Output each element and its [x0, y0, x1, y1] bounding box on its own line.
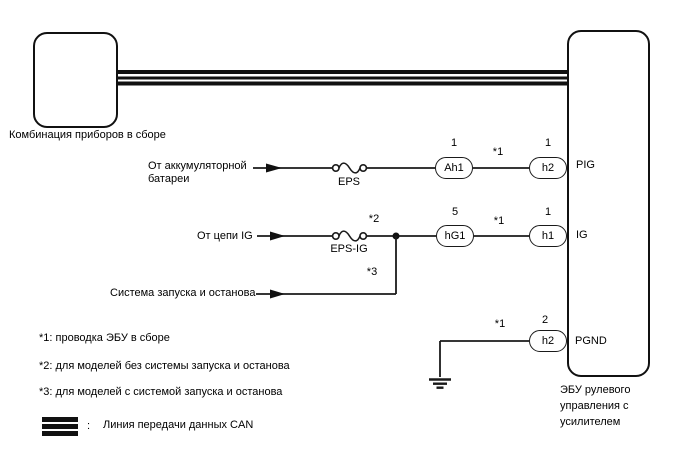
arrow-right-icon [266, 163, 282, 173]
battery-wire [253, 162, 529, 174]
ecu-box [567, 30, 650, 377]
pin-number-ah1: 1 [450, 137, 458, 149]
instrument-cluster-label: Комбинация приборов в сборе [9, 129, 166, 141]
connector-h2-pig: h2 [529, 157, 567, 179]
start-stop-wire [256, 289, 396, 299]
branch-note-2: *2 [368, 213, 380, 225]
instrument-cluster-box [33, 32, 118, 128]
battery-source-line1: От аккумуляторной [148, 160, 247, 172]
pin-label-pgnd: PGND [575, 335, 607, 347]
ground-wire [429, 340, 529, 389]
wire-note-ig: *1 [493, 215, 505, 227]
footnote-1: *1: проводка ЭБУ в сборе [39, 332, 170, 344]
battery-source-label: От аккумуляторной батареи [148, 160, 247, 185]
fuse-eps-label: EPS [337, 176, 360, 188]
ecu-label-line2: управления с [560, 400, 629, 412]
fuse-eps-ig-icon [331, 230, 368, 242]
connector-hg1: hG1 [436, 225, 474, 247]
pin-number-h1: 1 [544, 206, 552, 218]
pin-number-hg1: 5 [451, 206, 459, 218]
pin-label-ig: IG [576, 229, 588, 241]
ig-wire [257, 230, 529, 294]
fuse-eps-icon [331, 162, 368, 174]
arrow-right-icon [270, 231, 285, 241]
ecu-label: ЭБУ рулевого управления с усилителем [560, 382, 630, 430]
footnote-2: *2: для моделей без системы запуска и ос… [39, 360, 290, 372]
ecu-label-line1: ЭБУ рулевого [560, 384, 631, 396]
arrow-right-icon [270, 289, 285, 299]
wire-note-ground: *1 [494, 318, 506, 330]
pin-label-pig: PIG [576, 159, 595, 171]
can-line-legend-icon [42, 417, 78, 436]
connector-h2-pgnd: h2 [529, 330, 567, 352]
wire-note-battery: *1 [492, 146, 504, 158]
battery-source-line2: батареи [148, 172, 190, 185]
legend-separator: : [87, 420, 91, 432]
connector-ah1: Ah1 [435, 157, 473, 179]
fuse-eps-ig-label: EPS-IG [330, 243, 368, 255]
legend-label: Линия передачи данных CAN [103, 419, 254, 431]
start-stop-source-label: Система запуска и останова [110, 287, 256, 299]
footnote-3: *3: для моделей с системой запуска и ост… [39, 386, 283, 398]
pin-number-h2-pgnd: 2 [541, 314, 549, 326]
pin-number-h2-pig: 1 [544, 137, 552, 149]
ground-icon [429, 378, 451, 389]
can-bus-line [118, 70, 567, 86]
connector-h1: h1 [529, 225, 567, 247]
ig-source-label: От цепи IG [197, 230, 253, 242]
branch-note-3: *3 [366, 266, 378, 278]
ecu-label-line3: усилителем [560, 416, 621, 428]
